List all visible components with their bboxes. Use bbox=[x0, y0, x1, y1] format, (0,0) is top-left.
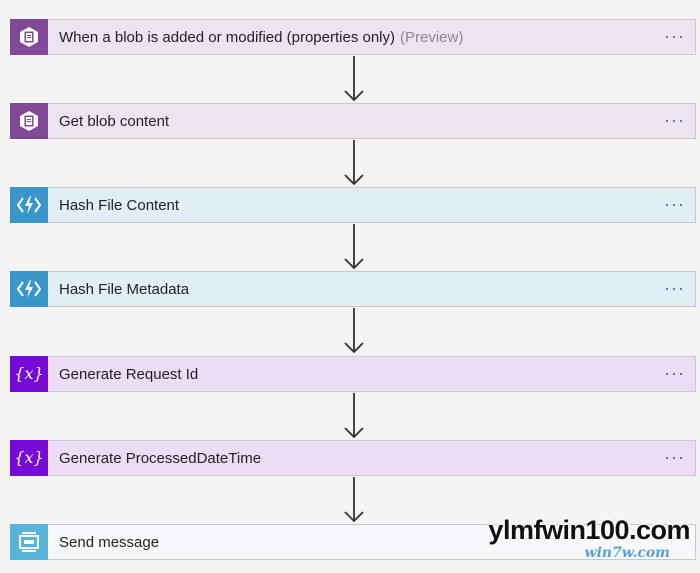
more-options-button[interactable]: ··· bbox=[664, 110, 685, 130]
flow-arrow bbox=[344, 393, 364, 439]
azure-function-icon bbox=[10, 270, 48, 307]
service-bus-icon bbox=[10, 523, 48, 560]
step-hash-file-metadata[interactable]: Hash File Metadata ··· bbox=[10, 270, 696, 307]
more-options-button[interactable]: ··· bbox=[664, 278, 685, 298]
step-hash-file-content[interactable]: Hash File Content ··· bbox=[10, 186, 696, 223]
variable-glyph: {x} bbox=[14, 364, 44, 383]
step-title: Generate Request Id bbox=[59, 365, 199, 383]
step-title: Generate ProcessedDateTime bbox=[59, 449, 262, 467]
step-title: Send message bbox=[59, 533, 160, 551]
preview-tag: (Preview) bbox=[400, 28, 464, 46]
more-options-button[interactable]: ··· bbox=[664, 26, 685, 46]
variable-glyph: {x} bbox=[14, 448, 44, 467]
step-title: Hash File Content bbox=[59, 196, 180, 214]
flow-arrow bbox=[344, 224, 364, 270]
more-options-button[interactable]: ··· bbox=[664, 194, 685, 214]
flow-arrow bbox=[344, 477, 364, 523]
blob-storage-icon bbox=[10, 18, 48, 55]
flow-arrow bbox=[344, 308, 364, 354]
step-title: Get blob content bbox=[59, 112, 170, 130]
step-title: Hash File Metadata bbox=[59, 280, 190, 298]
more-options-button[interactable]: ··· bbox=[664, 363, 685, 383]
step-generate-request-id[interactable]: {x} Generate Request Id ··· bbox=[10, 355, 696, 392]
flow-arrow bbox=[344, 56, 364, 102]
blob-storage-icon bbox=[10, 102, 48, 139]
variable-icon: {x} bbox=[10, 439, 48, 476]
step-title: When a blob is added or modified (proper… bbox=[59, 28, 464, 46]
more-options-button[interactable]: ··· bbox=[664, 447, 685, 467]
step-when-blob-added[interactable]: When a blob is added or modified (proper… bbox=[10, 18, 696, 55]
step-get-blob-content[interactable]: Get blob content ··· bbox=[10, 102, 696, 139]
step-generate-processed-datetime[interactable]: {x} Generate ProcessedDateTime ··· bbox=[10, 439, 696, 476]
azure-function-icon bbox=[10, 186, 48, 223]
variable-icon: {x} bbox=[10, 355, 48, 392]
flow-arrow bbox=[344, 140, 364, 186]
step-send-message[interactable]: Send message bbox=[10, 523, 696, 560]
